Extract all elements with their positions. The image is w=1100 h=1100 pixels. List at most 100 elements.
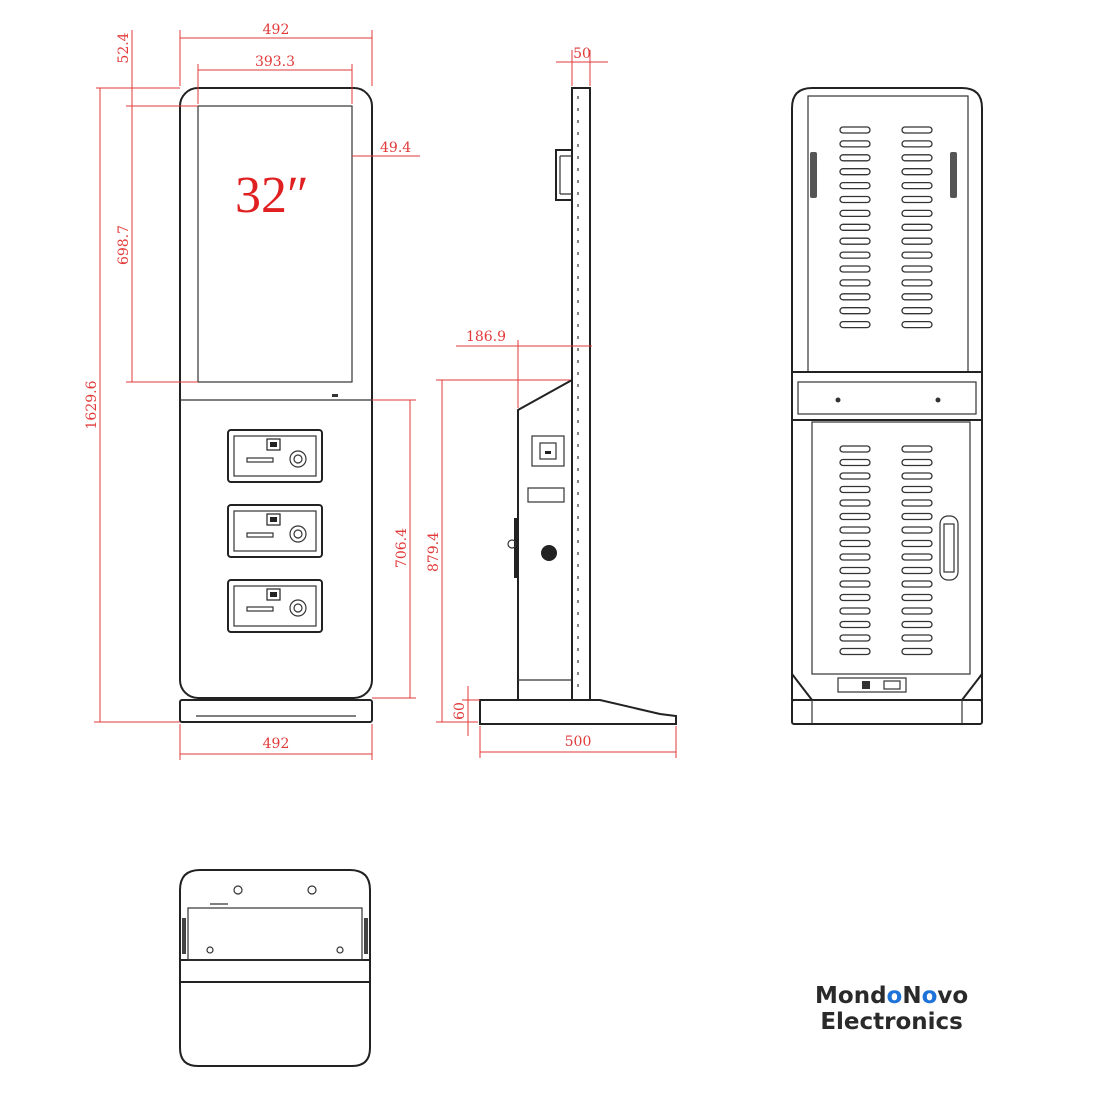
dim-top-margin: 52.4 [116, 32, 132, 63]
card-reader-icon [266, 513, 281, 526]
rear-power-switch [837, 677, 907, 693]
charging-module-3 [227, 579, 323, 633]
dim-screen-width: 393.3 [255, 54, 295, 70]
vent-slot [839, 607, 871, 615]
vent-slot [839, 566, 871, 575]
front-view: 32″ [179, 87, 373, 723]
vent-slot [839, 580, 871, 588]
vent-slot [839, 512, 871, 521]
vent-slot [901, 279, 933, 287]
vent-slot [901, 620, 933, 629]
charging-module-1 [227, 429, 323, 483]
vent-slot [839, 647, 871, 656]
vent-slot [901, 512, 933, 521]
vent-slot [839, 237, 871, 245]
dim-lower-panel-height: 706.4 [394, 528, 410, 568]
vent-slot [901, 181, 933, 190]
logo-line-1: MondoNovo [815, 983, 969, 1009]
vent-slot [901, 154, 933, 162]
vent-slot [901, 223, 933, 231]
vent-slot [839, 458, 871, 467]
vent-slot [839, 293, 871, 301]
vent-slot [839, 307, 871, 315]
vent-slot [901, 209, 933, 218]
charging-module-2 [227, 504, 323, 558]
rear-view [791, 87, 983, 725]
front-sensor [332, 394, 338, 397]
vent-slot [839, 499, 871, 507]
vent-slot [901, 265, 933, 273]
vent-slot [901, 607, 933, 615]
vent-slot [901, 140, 933, 148]
dim-side-offset: 186.9 [466, 329, 506, 345]
lock-icon [289, 450, 307, 468]
screen-size-label: 32″ [235, 167, 309, 224]
front-base [179, 699, 373, 723]
vent-slot [901, 580, 933, 588]
vent-slot [901, 293, 933, 301]
vent-slot [901, 237, 933, 245]
card-reader-icon [266, 588, 281, 601]
side-socket-icon [531, 435, 565, 467]
vent-slot [901, 458, 933, 467]
rear-handle-left [810, 152, 817, 198]
vent-slot [839, 553, 871, 561]
top-view [179, 869, 371, 1067]
top-upper-outline [179, 869, 371, 960]
rear-lock-handle [939, 515, 959, 581]
vent-slot [839, 223, 871, 231]
front-dimensions: 492 393.3 52.4 49.4 698.7 1629.6 706.4 4… [84, 22, 420, 760]
vent-slot [901, 566, 933, 575]
lock-icon [289, 525, 307, 543]
vent-slot [839, 539, 871, 548]
vent-slot [839, 634, 871, 642]
vent-slot [839, 209, 871, 218]
vent-slot [901, 320, 933, 329]
front-body-outline [179, 87, 373, 699]
lock-icon [289, 599, 307, 617]
vent-slot [901, 195, 933, 204]
rear-handle-right [950, 152, 957, 198]
rear-upper-body [791, 87, 983, 372]
dim-side-lower-height: 879.4 [426, 532, 442, 572]
logo-line-2: Electronics [820, 1009, 963, 1035]
front-screen [197, 105, 353, 383]
vent-slot [839, 620, 871, 629]
vent-slot [901, 539, 933, 548]
vent-slot [901, 647, 933, 656]
rear-base [791, 699, 983, 725]
vent-slot [901, 126, 933, 134]
vent-slot [839, 445, 871, 453]
rear-lower-panel [811, 421, 971, 675]
vent-slot [901, 593, 933, 602]
vent-slot [839, 279, 871, 287]
dim-screen-height: 698.7 [116, 225, 132, 265]
side-slot [527, 487, 565, 503]
top-inner-tray [187, 907, 363, 961]
vent-slot [901, 526, 933, 534]
side-column [571, 87, 591, 701]
dim-total-height: 1629.6 [84, 380, 100, 429]
side-button-icon [541, 545, 557, 561]
dim-front-width-bottom: 492 [263, 736, 290, 752]
dim-front-width-top: 492 [263, 22, 290, 38]
vent-slot [901, 485, 933, 494]
card-reader-icon [266, 438, 281, 451]
vent-slot [839, 265, 871, 273]
vent-slot [839, 320, 871, 329]
vent-slot [901, 445, 933, 453]
side-dimensions: 50 186.9 879.4 60 500 [426, 46, 677, 758]
vent-slot [901, 472, 933, 480]
vent-slot [901, 251, 933, 259]
vent-slot [839, 485, 871, 494]
vent-slot [839, 154, 871, 162]
side-base [479, 699, 677, 725]
side-view [479, 87, 677, 725]
top-lower-outline [179, 982, 371, 1067]
vent-slot [839, 195, 871, 204]
vent-slot [839, 181, 871, 190]
vent-slot [839, 472, 871, 480]
vent-slot [901, 168, 933, 176]
top-mid-band [179, 959, 371, 983]
